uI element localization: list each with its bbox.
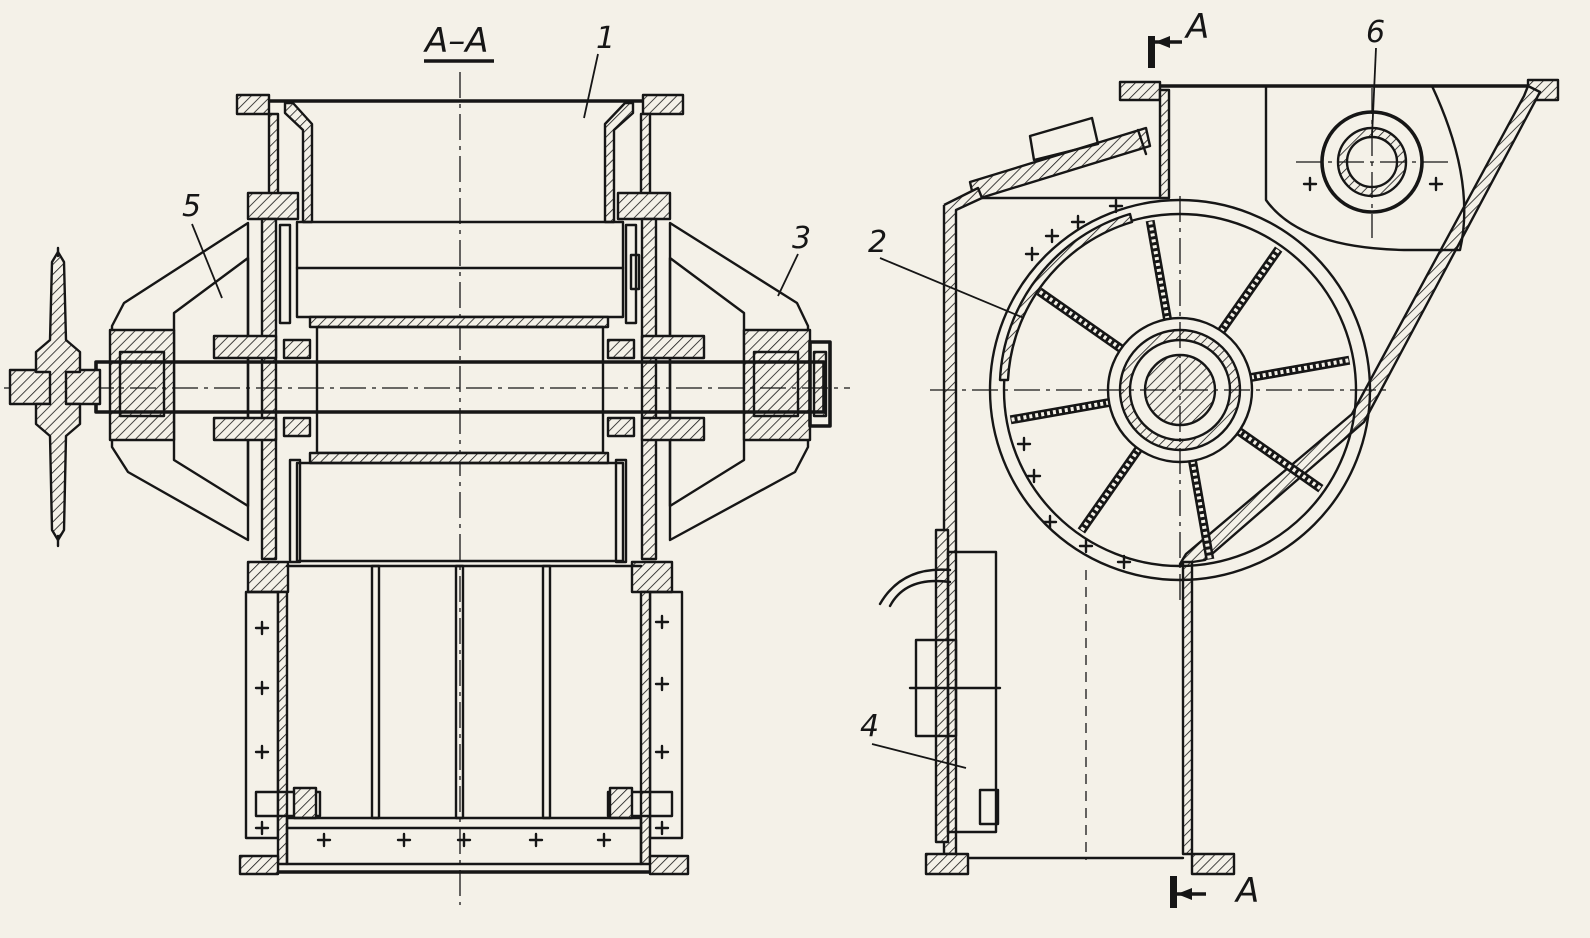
- upper-flange-left: [246, 191, 300, 221]
- gland-left-bottom: [282, 416, 312, 438]
- side-top-flange-left: [1118, 80, 1162, 102]
- callout-4: 4: [860, 709, 879, 744]
- top-flange-left: [235, 93, 271, 116]
- rotor-hub-bottom: [308, 451, 610, 465]
- rotor-hub-top: [308, 315, 610, 329]
- bottom-frame: [285, 816, 643, 866]
- side-cover-inner-left: [172, 256, 250, 508]
- leader-2: [879, 257, 1025, 319]
- housing-liner-arc: [998, 212, 1134, 382]
- rivet-marks-right: [1016, 176, 1444, 570]
- outlet-side-right: [648, 590, 684, 840]
- leader-5: [191, 223, 223, 299]
- side-view-right: A A: [878, 7, 1560, 911]
- upper-flange-right: [616, 191, 672, 221]
- housing-wall-left: [260, 217, 278, 561]
- bearing-left: [118, 350, 166, 418]
- gland-right-bottom: [606, 416, 636, 438]
- rotor-vane-hatch: [1079, 447, 1141, 533]
- inner-liner-right: [624, 223, 638, 325]
- side-cover-inner-right: [668, 256, 746, 508]
- wear-strip: [629, 253, 641, 291]
- bottom-flange-left: [238, 854, 280, 876]
- seal-right-bottom: [640, 416, 706, 442]
- bearing-right: [752, 350, 800, 418]
- seal-left-bottom: [212, 416, 278, 442]
- rotor-vane-hatch: [1037, 289, 1123, 351]
- cut-marker-top-label: A: [1184, 7, 1209, 47]
- rotor-vane-hatch: [1010, 400, 1110, 422]
- rotor-lower-block: [295, 461, 625, 563]
- inspection-hatch-plate: [968, 126, 1152, 202]
- callout-3: 3: [792, 221, 811, 256]
- cut-marker-bottom-arrowhead: [1177, 888, 1192, 900]
- leader-6: [1371, 47, 1377, 137]
- side-cover-outer-right: [668, 221, 810, 542]
- callouts: 1 2 3 4 5 6: [182, 15, 1385, 769]
- front-wall-lower: [1181, 560, 1194, 856]
- side-bottom-flange-left: [924, 852, 970, 876]
- housing-wall-right: [640, 217, 658, 561]
- inspection-hatch-handle: [1028, 116, 1100, 162]
- side-bottom-flange-right: [1190, 852, 1236, 876]
- end-cap-right: [808, 340, 832, 428]
- outlet-liner-right: [639, 590, 652, 866]
- section-view-left: A–A: [4, 21, 850, 905]
- cut-marker-top-arrowhead: [1155, 36, 1170, 48]
- top-flange-right: [641, 93, 685, 116]
- rotor-vane-hatch: [1250, 358, 1350, 380]
- motor-body: [946, 550, 998, 834]
- cut-marker-bottom-bar: [1170, 876, 1177, 908]
- cut-marker-top-bar: [1148, 36, 1155, 68]
- rotor-vanes: [1009, 219, 1351, 561]
- leader-1: [583, 53, 599, 119]
- side-cover-outer-left: [110, 221, 250, 542]
- rotor-vane-hatch: [1148, 220, 1170, 320]
- inner-liner-left-lower: [288, 458, 302, 564]
- cut-marker-bottom-label: A: [1234, 871, 1259, 911]
- seal-right-top: [640, 334, 706, 360]
- motor-foot: [978, 788, 1000, 826]
- inner-liner-right-lower: [614, 458, 628, 564]
- section-label: A–A: [423, 21, 489, 61]
- vane-1: [370, 564, 381, 820]
- vane-3: [541, 564, 552, 820]
- outlet-liner-left: [276, 590, 289, 866]
- front-wall-upper: [1158, 88, 1171, 200]
- gland-right-top: [606, 338, 636, 360]
- drive-cover: [1264, 84, 1466, 252]
- motor-cable: [878, 568, 952, 608]
- leader-4: [871, 743, 967, 769]
- motor-mount-plate: [934, 528, 950, 844]
- rotor-vane-hatch: [1219, 247, 1281, 333]
- callout-5: 5: [182, 189, 201, 224]
- leader-3: [777, 253, 799, 297]
- clamp-nut-left: [292, 786, 318, 820]
- rotor-vane-hatch: [1190, 460, 1212, 560]
- rivet-marks-left: [254, 614, 670, 848]
- callout-2: 2: [868, 225, 887, 260]
- clamp-nut-right: [608, 786, 634, 820]
- rotor-vane-hatch: [1237, 429, 1323, 491]
- gland-left-top: [282, 338, 312, 360]
- clamp-bolt-left: [254, 790, 322, 818]
- clamp-bolt-right: [606, 790, 674, 818]
- inspection-hatch-hinge: [1136, 128, 1148, 156]
- callout-6: 6: [1366, 15, 1385, 50]
- bottom-flange-right: [648, 854, 690, 876]
- seal-left-top: [212, 334, 278, 360]
- lower-flange-left: [246, 560, 290, 594]
- inner-liner-left: [278, 223, 292, 325]
- callout-1: 1: [596, 21, 615, 56]
